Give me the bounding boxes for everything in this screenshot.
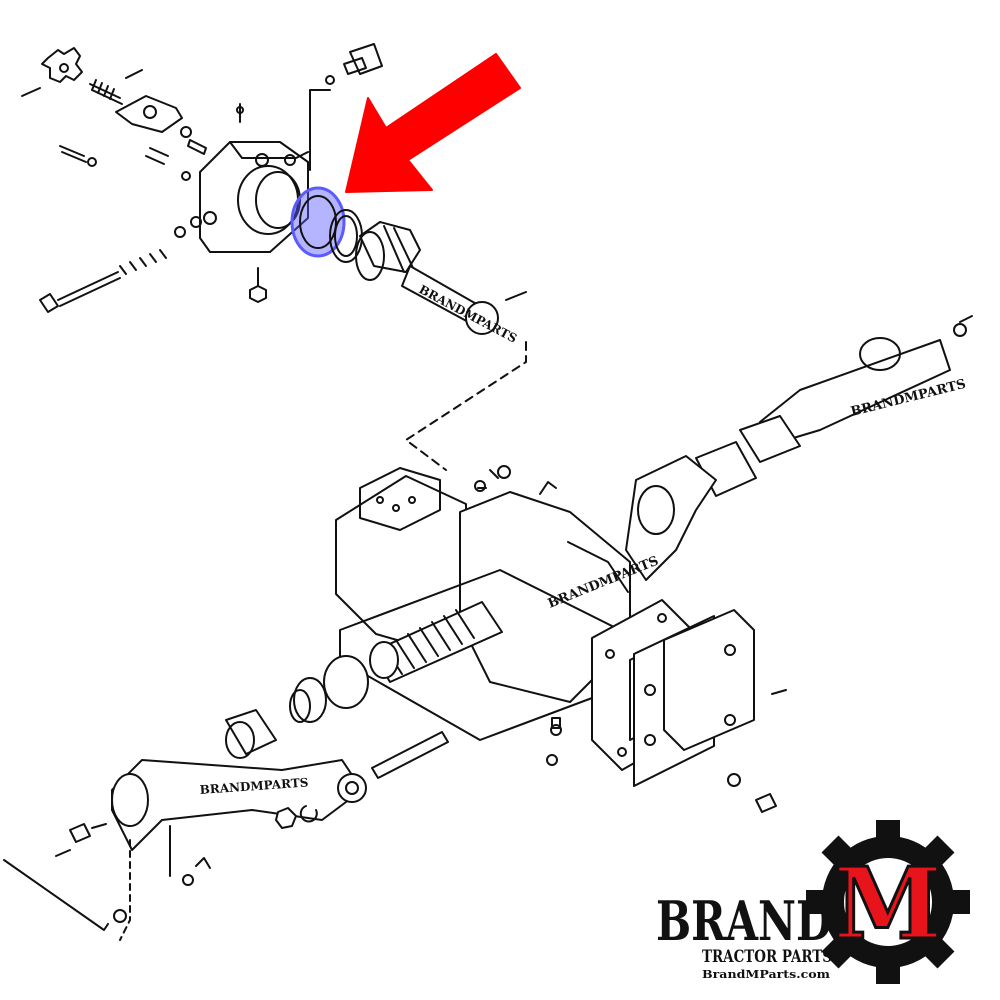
logo-brand: BRAND	[656, 889, 832, 953]
lift-rod	[371, 731, 449, 779]
gear-icon	[806, 820, 970, 984]
cover-plates	[546, 599, 787, 813]
right-lift-arm	[625, 315, 973, 581]
left-lift-arm	[3, 655, 449, 941]
logo-url: BrandMParts.com	[702, 968, 830, 981]
brand-logo: M BRAND TRACTOR PARTS BrandMParts.com	[656, 820, 970, 984]
watermark-valve: BRANDMPARTS	[417, 282, 520, 345]
red-arrow	[345, 53, 521, 193]
logo-letter: M	[834, 847, 942, 962]
valve-assembly	[21, 43, 527, 335]
logo-tagline: TRACTOR PARTS	[702, 947, 832, 967]
